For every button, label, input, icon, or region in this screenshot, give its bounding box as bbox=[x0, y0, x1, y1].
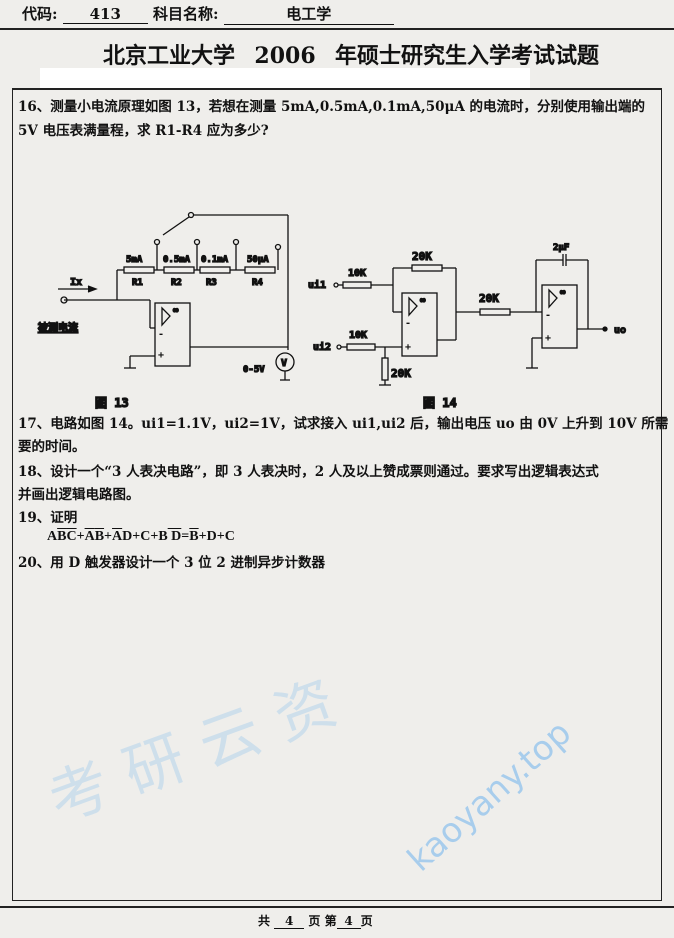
title-suffix: 年硕士研究生入学考试试题 bbox=[335, 44, 600, 69]
opamp-gain: ∞ bbox=[173, 306, 179, 316]
input-terminal bbox=[60, 296, 68, 304]
question-box bbox=[12, 88, 662, 901]
resistor-20k-feedback bbox=[411, 264, 443, 272]
figure-14-caption: 图 14 bbox=[423, 396, 457, 410]
q19-formula: ABC+AB+AD+C+B D=B+D+C bbox=[47, 529, 235, 545]
ui2-label: ui2 bbox=[313, 341, 331, 353]
resistor-10k-1 bbox=[342, 281, 372, 289]
subject-label: 科目名称: bbox=[153, 5, 219, 23]
q19-label: 19、证明 bbox=[18, 510, 78, 526]
formula-term: C bbox=[66, 529, 77, 544]
q16-line1: 16、测量小电流原理如图 13，若想在测量 5mA,0.5mA,0.1mA,50… bbox=[18, 99, 646, 115]
formula-term: A bbox=[47, 529, 58, 544]
circuit-figures: Ix 被测电流 5mA 0.5mA 0.1mA 50μA R1 R2 bbox=[37, 211, 627, 411]
figure-14: ui1 10K 20K ∞ - + ui2 10K bbox=[307, 242, 626, 410]
title-year: 2006 bbox=[235, 43, 336, 70]
resistor-r4 bbox=[244, 266, 276, 274]
resistor-label: R2 bbox=[171, 278, 182, 288]
q18-line1: 18、设计一个“3 人表决电路”，即 3 人表决时，2 人及以上赞成票则通过。要… bbox=[18, 464, 599, 480]
svg-text:-: - bbox=[545, 310, 551, 321]
subject-value: 电工学 bbox=[223, 3, 394, 25]
resistor-r2 bbox=[163, 266, 195, 274]
opamp-gain: ∞ bbox=[420, 296, 426, 306]
meter-range-label: 0-5V bbox=[243, 365, 265, 375]
exam-header: 代码: 413 科目名称: 电工学 bbox=[22, 3, 394, 25]
svg-text:+: + bbox=[405, 342, 411, 353]
resistor-label: 20K bbox=[479, 292, 499, 305]
formula-term: = bbox=[181, 529, 190, 544]
svg-text:-: - bbox=[158, 329, 164, 340]
resistor-label: 20K bbox=[412, 250, 432, 263]
resistor-r1 bbox=[123, 266, 155, 274]
range-label: 50μA bbox=[247, 255, 269, 265]
resistor-20k-ground bbox=[381, 357, 389, 381]
ui1-label: ui1 bbox=[308, 279, 326, 291]
footer-total-label: 共 bbox=[258, 914, 271, 928]
resistor-r3 bbox=[199, 266, 231, 274]
formula-term: + bbox=[76, 529, 85, 544]
resistor-20k-integrator bbox=[479, 308, 511, 316]
voltmeter-label: V bbox=[281, 358, 287, 369]
formula-term: B bbox=[189, 529, 199, 544]
capacitor-label: 2μF bbox=[553, 243, 569, 253]
q17-line2: 要的时间。 bbox=[18, 439, 86, 455]
uo-label: uo bbox=[614, 325, 626, 336]
footer-current-label: 第 bbox=[324, 914, 337, 928]
range-label: 0.1mA bbox=[201, 255, 229, 265]
svg-text:-: - bbox=[405, 318, 411, 329]
resistor-label: R1 bbox=[132, 278, 143, 288]
code-value: 413 bbox=[62, 5, 148, 24]
q18-line2: 并画出逻辑电路图。 bbox=[18, 487, 140, 503]
range-switch[interactable] bbox=[162, 216, 190, 236]
q17-line1: 17、电路如图 14。ui1=1.1V，ui2=1V，试求接入 ui1,ui2 … bbox=[18, 416, 669, 432]
resistor-label: R3 bbox=[206, 278, 217, 288]
source-label: 被测电流 bbox=[38, 321, 78, 334]
ix-label: Ix bbox=[70, 277, 82, 288]
resistor-label: R4 bbox=[252, 278, 263, 288]
resistor-label: 10K bbox=[349, 330, 367, 341]
code-label: 代码: bbox=[22, 5, 58, 23]
opamp-1 bbox=[154, 302, 191, 367]
opamp-2 bbox=[401, 292, 438, 357]
figure-13-caption: 图 13 bbox=[95, 396, 129, 410]
opamp-gain: ∞ bbox=[560, 288, 566, 298]
q16-line2: 5V 电压表满量程，求 R1-R4 应为多少? bbox=[18, 123, 269, 139]
resistor-label: 20K bbox=[391, 367, 411, 380]
formula-term: B bbox=[57, 529, 67, 544]
formula-term: D bbox=[167, 529, 182, 544]
footer-unit: 页 bbox=[308, 914, 321, 928]
resistor-label: 10K bbox=[348, 268, 366, 279]
footer-unit: 页 bbox=[360, 914, 373, 928]
title-prefix: 北京工业大学 bbox=[103, 44, 236, 69]
formula-term: + bbox=[104, 529, 113, 544]
footer-rule bbox=[0, 906, 674, 908]
figure-13: Ix 被测电流 5mA 0.5mA 0.1mA 50μA R1 R2 bbox=[37, 211, 295, 411]
svg-text:+: + bbox=[158, 350, 164, 361]
formula-term: B bbox=[94, 529, 105, 544]
q20: 20、用 D 触发器设计一个 3 位 2 进制异步计数器 bbox=[18, 555, 325, 571]
svg-text:+: + bbox=[545, 333, 551, 344]
resistor-10k-2 bbox=[346, 343, 376, 351]
formula-term: A bbox=[84, 529, 95, 544]
footer-total: 4 bbox=[274, 914, 305, 929]
footer-current: 4 bbox=[336, 914, 361, 929]
formula-term: +D+C bbox=[198, 529, 235, 544]
range-label: 0.5mA bbox=[163, 255, 191, 265]
header-rule bbox=[0, 28, 674, 30]
formula-term: A bbox=[112, 529, 123, 544]
range-label: 5mA bbox=[126, 255, 143, 265]
formula-term: D+C+B bbox=[122, 529, 168, 544]
opamp-3 bbox=[541, 284, 578, 349]
redaction-strip bbox=[40, 68, 530, 88]
